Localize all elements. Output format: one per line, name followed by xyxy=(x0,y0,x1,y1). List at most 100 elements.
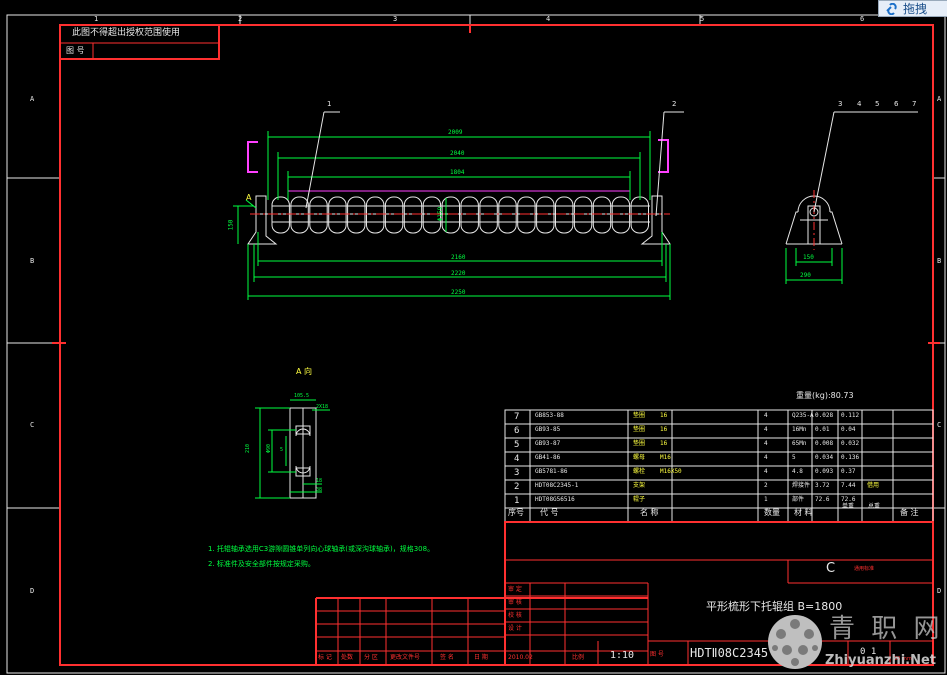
sign-label-4: 设 计 xyxy=(508,625,522,632)
roller-ring xyxy=(611,196,631,234)
view-arrow-label: A xyxy=(246,193,252,202)
sheet-small: 30 mm xyxy=(894,656,912,662)
dim-150: 150 xyxy=(227,219,235,231)
zone-left-d: D xyxy=(30,587,35,595)
roller-ring xyxy=(347,196,366,234)
roller-ring xyxy=(592,196,612,234)
bom-cell-spec: 16 xyxy=(660,412,668,419)
bom-cell-qty: 4 xyxy=(764,440,768,447)
roller-ring xyxy=(366,196,385,234)
link-icon xyxy=(886,2,897,15)
note-1: 1. 托辊轴承选用C3游隙圆锥单列向心球轴承(或深沟球轴承)，规格308。 xyxy=(208,545,435,553)
bom-cell-total: 0.04 xyxy=(841,426,856,433)
side-dim-290: 290 xyxy=(800,272,811,279)
bom-cell-name: 螺母 xyxy=(633,454,646,461)
bom-cell-unit: 3.72 xyxy=(815,482,830,489)
roller-ring xyxy=(573,196,593,234)
bom-cell-qty: 4 xyxy=(764,468,768,475)
bom-cell-total: 0.112 xyxy=(841,412,860,419)
bom-header-mat: 材 料 xyxy=(794,508,813,517)
date-value: 2010.02 xyxy=(508,654,533,661)
bom-header-qty: 数量 xyxy=(764,508,780,517)
bom-cell-spec: 16 xyxy=(660,426,668,433)
detail-dim-2x18: 2X18 xyxy=(316,404,329,410)
zone-right-a: A xyxy=(937,95,942,103)
outer-frame xyxy=(6,14,946,674)
bom-cell-spec: 16 xyxy=(660,440,668,447)
mark-c: C xyxy=(826,561,836,576)
change-label-5: 签 名 xyxy=(440,654,454,661)
bom-cell-qty: 4 xyxy=(764,454,768,461)
change-label-4: 更改文件号 xyxy=(390,654,421,661)
balloon-4: 4 xyxy=(857,100,862,108)
bom-cell-total: 0.032 xyxy=(841,440,860,447)
roller-ring xyxy=(328,196,347,234)
detail-dim-105: 105.5 xyxy=(294,393,310,399)
bom-header-unit_w: 单重 xyxy=(842,503,855,510)
zone-top-2: 2 xyxy=(238,15,243,23)
bom-cell-unit: 0.008 xyxy=(815,440,834,447)
bom-cell-no: 4 xyxy=(514,454,520,464)
bom-cell-spec: M16X50 xyxy=(660,468,682,475)
bom-cell-mat: 部件 xyxy=(792,496,805,503)
main-dimensions xyxy=(233,131,671,300)
bom-cell-unit: 72.6 xyxy=(815,496,830,503)
bom-cell-no: 3 xyxy=(514,468,520,478)
balloon-3: 3 xyxy=(838,100,843,108)
roller-ring xyxy=(498,196,517,234)
bom-cell-mat: 5 xyxy=(792,454,796,461)
bom-cell-unit: 0.01 xyxy=(815,426,830,433)
scale-label: 比例 xyxy=(572,654,585,661)
balloon-2: 2 xyxy=(672,100,677,108)
dim-2009: 2009 xyxy=(448,129,463,136)
ball-logo-icon xyxy=(768,615,822,669)
zone-right-d: D xyxy=(937,587,942,595)
bom-cell-code: GB5781-86 xyxy=(535,468,568,475)
bom-cell-unit: 0.093 xyxy=(815,468,834,475)
sheet-ratio: 0 1 xyxy=(860,647,877,657)
bom-cell-qty: 4 xyxy=(764,426,768,433)
drag-label: 拖拽 xyxy=(903,2,928,16)
zone-right-c: C xyxy=(937,421,942,429)
dim-phi159: Φ159 xyxy=(437,206,445,222)
watermark-en: Zhiyuanzhi.Net xyxy=(825,653,937,668)
bom-header-no: 序号 xyxy=(508,508,524,517)
roller-ring xyxy=(384,196,404,234)
roller-ring xyxy=(517,196,536,234)
bom-cell-total: 0.136 xyxy=(841,454,860,461)
bom-cell-note: 借用 xyxy=(867,482,880,489)
drag-button[interactable]: 拖拽 xyxy=(878,0,947,17)
restriction-notice: 此图不得超出授权范围使用 xyxy=(72,28,181,38)
bom-header-code: 代 号 xyxy=(540,508,559,517)
scale-value: 1:10 xyxy=(610,650,635,661)
sign-label-1: 审 定 xyxy=(508,586,522,593)
bom-cell-unit: 0.034 xyxy=(815,454,834,461)
zone-top-3: 3 xyxy=(393,15,398,23)
bom-cell-name: 支架 xyxy=(633,482,646,489)
side-dimensions xyxy=(785,248,843,284)
drawing-code: HDTⅡ08C2345 xyxy=(690,646,769,660)
balloon-7: 7 xyxy=(912,100,917,108)
zone-top-1: 1 xyxy=(94,15,99,23)
zone-right-b: B xyxy=(937,257,942,265)
side-view xyxy=(785,195,843,245)
side-leaders xyxy=(813,111,918,213)
roller-ring xyxy=(460,196,479,234)
detail-dim-210: 210 xyxy=(245,443,252,454)
balloon-1: 1 xyxy=(327,100,332,108)
bom-cell-total: 0.37 xyxy=(841,468,856,475)
bom-cell-mat: Q235-A xyxy=(792,412,814,419)
zone-left-b: B xyxy=(30,257,35,265)
main-frame xyxy=(52,24,940,666)
zone-top-5: 5 xyxy=(700,15,705,23)
bom-cell-qty: 2 xyxy=(764,482,768,489)
roller-ring xyxy=(290,196,309,234)
bom-cell-total: 72.6 xyxy=(841,496,856,503)
balloon-leaders xyxy=(305,111,684,217)
dim-2040: 2040 xyxy=(450,150,465,157)
dim-1804: 1804 xyxy=(450,169,465,176)
bom-cell-mat: 4.8 xyxy=(792,468,803,475)
change-label-1: 标 记 xyxy=(318,654,332,661)
zone-left-c: C xyxy=(30,421,35,429)
detail-dim-5: 5 xyxy=(280,447,284,453)
